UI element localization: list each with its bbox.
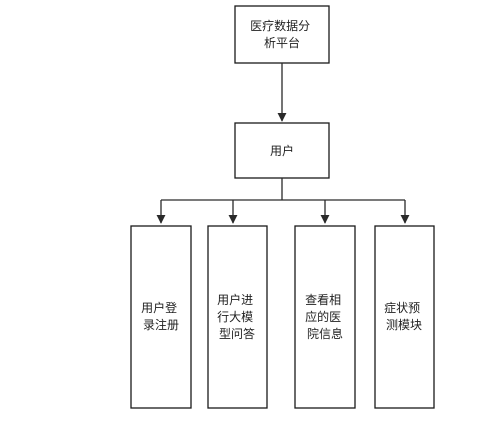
user-node-box <box>234 122 330 179</box>
module-llm-qa: 用户进 行大模 型问答 <box>207 225 268 409</box>
module-line: 录注册 <box>143 317 179 332</box>
module-line: 用户登 <box>141 300 177 315</box>
module-box <box>374 225 435 409</box>
module-label: 用户登 录注册 <box>141 300 181 332</box>
module-label: 用户进 行大模 型问答 <box>217 292 257 341</box>
module-hospital-info: 查看相 应的医 院信息 <box>294 225 356 409</box>
root-node-line: 医疗数据分 <box>250 18 310 33</box>
module-line: 症状预 <box>384 300 420 315</box>
module-login-register: 用户登 录注册 <box>130 225 192 409</box>
module-box <box>207 225 268 409</box>
root-node: 医疗数据分 析平台 <box>234 5 330 64</box>
module-line: 院信息 <box>307 326 343 341</box>
root-node-line: 析平台 <box>264 35 300 50</box>
module-line: 应的医 <box>305 309 341 324</box>
module-symptom-prediction: 症状预 测模块 <box>374 225 435 409</box>
module-label: 查看相 应的医 院信息 <box>305 293 345 341</box>
module-line: 查看相 <box>305 293 341 307</box>
user-node-label: 用户 <box>270 143 294 158</box>
module-box <box>294 225 356 409</box>
user-node: 用户 <box>234 122 330 179</box>
user-node-line: 用户 <box>270 143 294 158</box>
module-line: 行大模 <box>217 310 253 324</box>
module-label: 症状预 测模块 <box>384 300 424 332</box>
module-line: 用户进 <box>217 292 253 307</box>
root-node-label: 医疗数据分 析平台 <box>250 18 314 50</box>
root-node-box <box>234 5 330 64</box>
module-line: 型问答 <box>219 326 255 341</box>
module-box <box>130 225 192 409</box>
module-line: 测模块 <box>386 318 422 332</box>
